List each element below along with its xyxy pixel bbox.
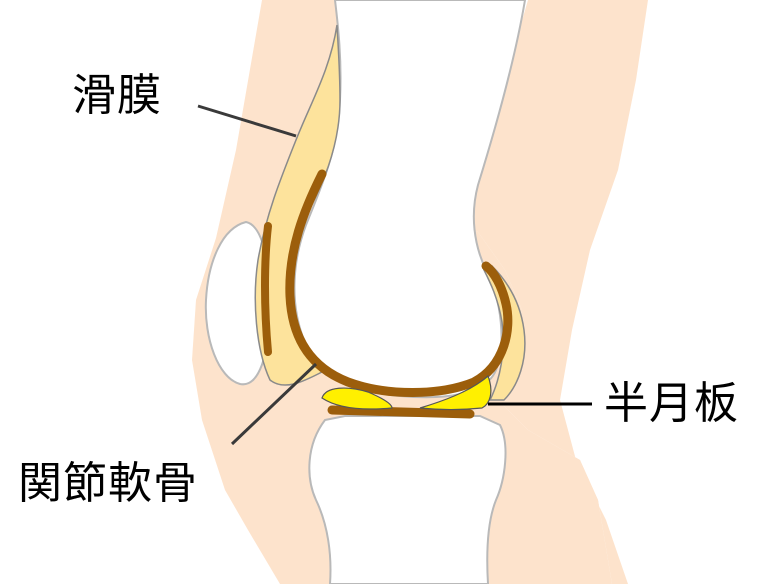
tibia-cartilage (332, 410, 470, 414)
articular-cartilage-label: 関節軟骨 (18, 462, 198, 506)
meniscus-label: 半月板 (604, 382, 739, 426)
tibia (309, 416, 505, 584)
patella-cartilage (265, 226, 268, 352)
synovium-label: 滑膜 (72, 74, 162, 118)
